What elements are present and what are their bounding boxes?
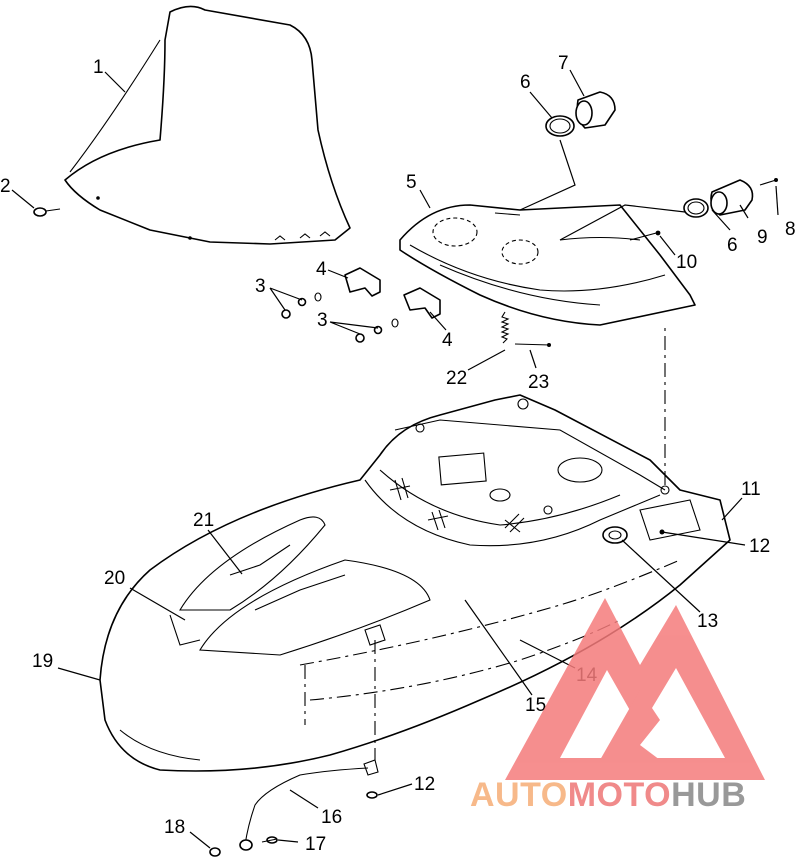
callout-19: 19 bbox=[32, 651, 53, 672]
callout-15: 15 bbox=[525, 695, 546, 716]
callout-9: 9 bbox=[757, 227, 768, 248]
callout-17: 17 bbox=[305, 834, 326, 855]
callout-23: 23 bbox=[528, 372, 549, 393]
bracket-upper bbox=[344, 267, 381, 297]
callout-13: 13 bbox=[697, 611, 718, 632]
bracket-lower bbox=[403, 287, 441, 319]
console-cover bbox=[399, 204, 696, 326]
hardware-3-upper bbox=[281, 292, 322, 319]
callout-8: 8 bbox=[785, 219, 796, 240]
screw-17 bbox=[261, 836, 278, 844]
screw-12-lower bbox=[366, 791, 378, 799]
callout-5: 5 bbox=[406, 172, 417, 193]
gauge-ring-lower bbox=[683, 198, 709, 218]
callout-labels: 1 2 3 3 4 4 5 6 6 7 8 9 10 11 12 12 13 1… bbox=[0, 53, 796, 855]
callout-11: 11 bbox=[741, 479, 761, 500]
callout-2: 2 bbox=[0, 176, 11, 197]
callout-22: 22 bbox=[446, 368, 467, 389]
callout-10: 10 bbox=[676, 252, 697, 273]
callout-21: 21 bbox=[193, 510, 214, 531]
callout-6-lower: 6 bbox=[727, 235, 738, 256]
watermark-text: AUTOMOTOHUB bbox=[470, 776, 746, 814]
wire-10 bbox=[629, 230, 661, 241]
gauge-7 bbox=[575, 91, 616, 129]
nut-18 bbox=[209, 847, 221, 857]
callout-4-upper: 4 bbox=[316, 259, 327, 280]
callout-12-lower: 12 bbox=[414, 774, 435, 795]
screw-2 bbox=[33, 207, 61, 217]
callout-20: 20 bbox=[104, 568, 125, 589]
cable-16 bbox=[239, 759, 379, 851]
gauge-ring-upper bbox=[545, 115, 575, 137]
callout-4-lower: 4 bbox=[442, 330, 453, 351]
hardware-3-lower bbox=[355, 318, 399, 343]
watermark-logo bbox=[505, 598, 765, 780]
callout-18: 18 bbox=[164, 817, 185, 838]
watermark-hub: HUB bbox=[671, 776, 746, 814]
callout-3-lower: 3 bbox=[317, 310, 328, 331]
watermark-auto: AUTO bbox=[470, 776, 568, 814]
leaders bbox=[11, 69, 779, 849]
pin-23 bbox=[514, 343, 551, 347]
callout-6-upper: 6 bbox=[520, 72, 531, 93]
callout-7: 7 bbox=[558, 53, 569, 74]
watermark-moto: MOTO bbox=[568, 776, 671, 814]
hood bbox=[99, 394, 731, 772]
watermark-triangle-icon bbox=[505, 598, 765, 780]
callout-1: 1 bbox=[93, 57, 104, 78]
callout-16: 16 bbox=[321, 807, 342, 828]
windshield bbox=[64, 5, 351, 245]
spring-22 bbox=[500, 311, 510, 344]
callout-3-upper: 3 bbox=[255, 276, 266, 297]
gauge-9 bbox=[710, 179, 754, 216]
bulb-8 bbox=[759, 178, 778, 186]
callout-12-upper: 12 bbox=[749, 536, 770, 557]
